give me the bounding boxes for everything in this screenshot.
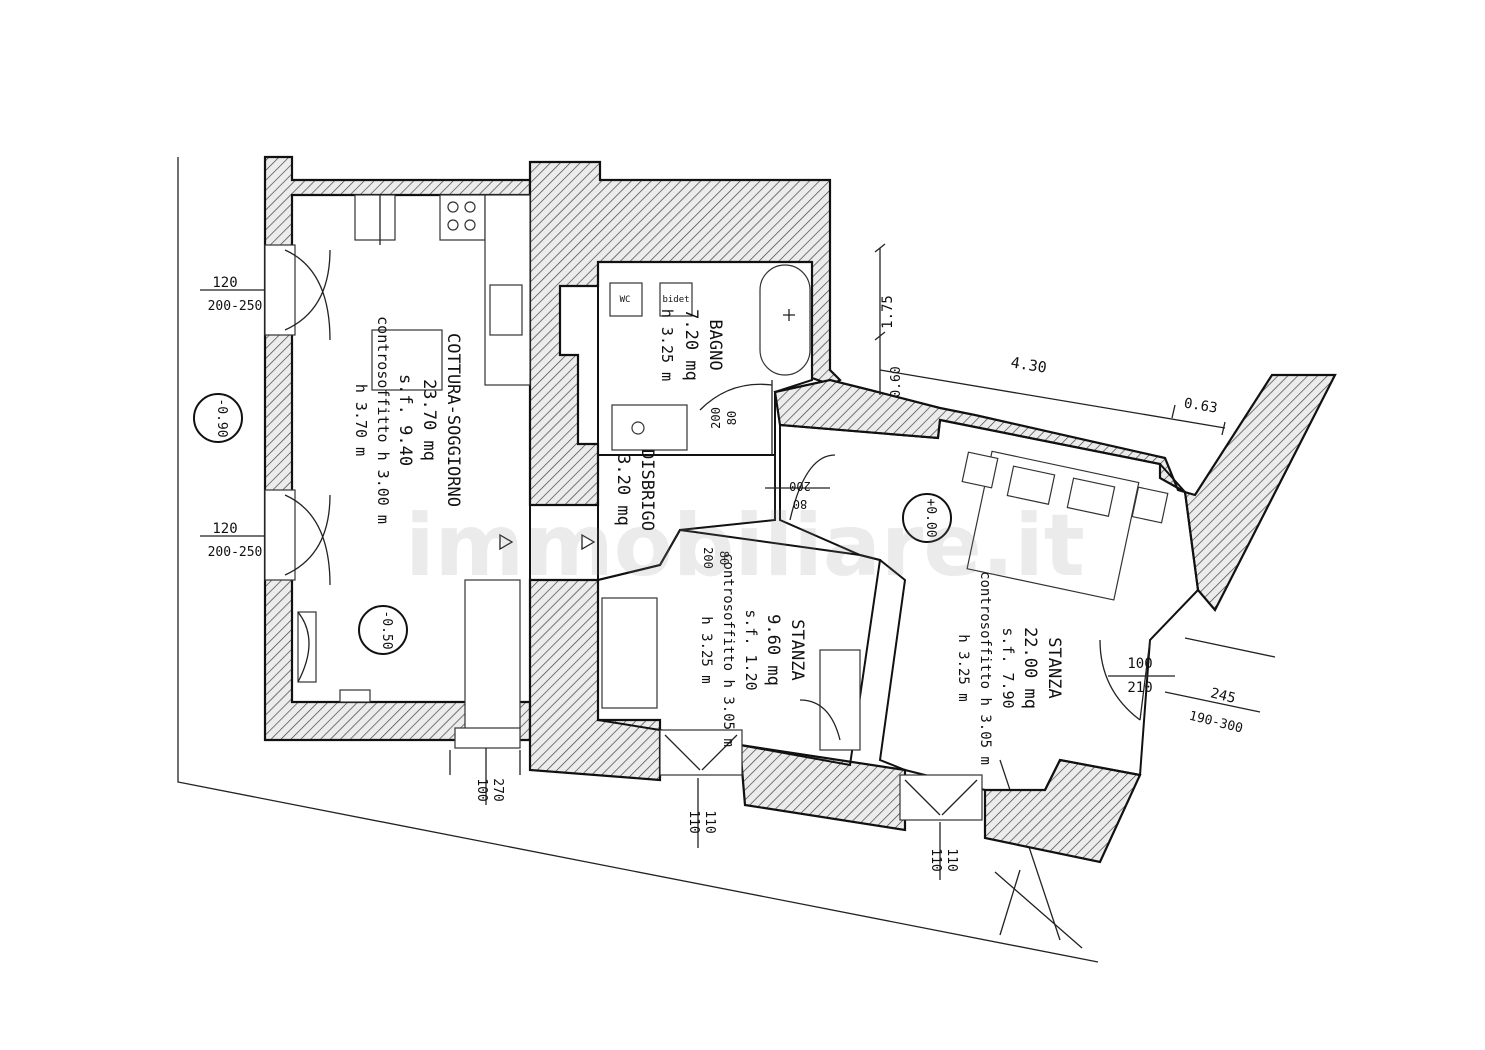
- kitchen-fixtures: [297, 194, 531, 741]
- cottura-sf: s.f. 9.40: [395, 374, 415, 466]
- dim-063: 0.63: [1183, 396, 1219, 417]
- level-soggiorno: -0.50: [379, 610, 394, 649]
- watermark: immobiliare.it: [405, 496, 1085, 596]
- level-outside: -0.90: [214, 398, 229, 437]
- stanza-large-name: STANZA: [1044, 637, 1064, 698]
- cottura-ceiling: controsoffitto h 3.00 m: [374, 316, 392, 524]
- win-bottom1-h: 270: [490, 778, 505, 801]
- stanza-small-height: h 3.25 m: [698, 616, 714, 683]
- room-outlines: [291, 194, 1200, 791]
- door-disbrigo-w: 80: [793, 497, 807, 511]
- stanza-small-name: STANZA: [787, 619, 807, 680]
- stanza-large-area: 22.00 mq: [1020, 627, 1040, 709]
- stanza-small-ceiling: controsoffitto h 3.05 m: [720, 553, 736, 747]
- cottura-area: 23.70 mq: [419, 379, 439, 461]
- win-bottom2-w: 110: [686, 810, 701, 833]
- door-bagno-w: 80: [725, 411, 739, 425]
- stanza-large-ceiling: controsoffitto h 3.05 m: [977, 571, 993, 765]
- wc-label: WC: [620, 295, 631, 305]
- door-bagno-h: 200: [709, 407, 723, 429]
- win1-width: 120: [212, 275, 237, 291]
- dim-430: 4.30: [1010, 353, 1048, 376]
- stanza-large-height: h 3.25 m: [955, 634, 971, 701]
- stanza-large-sf: s.f. 7.90: [999, 627, 1017, 708]
- windows-doors: [264, 244, 1151, 821]
- watermark-text: immobiliare.it: [405, 496, 1085, 596]
- door-disbrigo-h: 200: [789, 479, 811, 493]
- door-stanza-w: 80: [717, 551, 731, 565]
- stanza-small-area: 9.60 mq: [763, 614, 783, 686]
- level-markers: -0.90 -0.50 +0.00: [193, 393, 952, 655]
- win2-height: 200-250: [208, 545, 263, 560]
- win2-width: 120: [212, 521, 237, 537]
- bagno-name: BAGNO: [705, 319, 725, 370]
- bathroom-fixtures: WC bidet: [609, 264, 811, 451]
- door-ext-h: 210: [1127, 680, 1152, 696]
- dim-060: 0.60: [889, 366, 904, 397]
- stanza-small-fixtures: [601, 597, 861, 751]
- disbrigo-area: 3.20 mq: [613, 454, 633, 526]
- room-labels: COTTURA-SOGGIORNO 23.70 mq s.f. 9.40 con…: [352, 309, 1064, 765]
- bagno-height: h 3.25 m: [658, 309, 676, 381]
- cottura-height: h 3.70 m: [352, 384, 370, 456]
- win-bottom3-w: 110: [928, 848, 943, 871]
- door-stanza-h: 200: [701, 547, 715, 569]
- win-bottom2-h: 110: [702, 810, 717, 833]
- bed: [961, 450, 1169, 601]
- disbrigo-name: DISBRIGO: [637, 449, 657, 531]
- door-ext2-w: 245: [1209, 685, 1237, 707]
- dim-175: 1.75: [880, 295, 896, 329]
- door-ext-w: 100: [1127, 656, 1152, 672]
- win1-height: 200-250: [208, 299, 263, 314]
- win-bottom1-w: 100: [474, 778, 489, 801]
- win-bottom3-h: 110: [944, 848, 959, 871]
- stanza-small-sf: s.f. 1.20: [742, 609, 760, 690]
- bidet-label: bidet: [662, 295, 689, 305]
- cottura-name: COTTURA-SOGGIORNO: [443, 333, 463, 507]
- level-stanza: +0.00: [923, 498, 938, 537]
- direction-arrows: [499, 533, 596, 551]
- door-ext2-h: 190-300: [1187, 709, 1244, 737]
- bagno-area: 7.20 mq: [681, 309, 701, 381]
